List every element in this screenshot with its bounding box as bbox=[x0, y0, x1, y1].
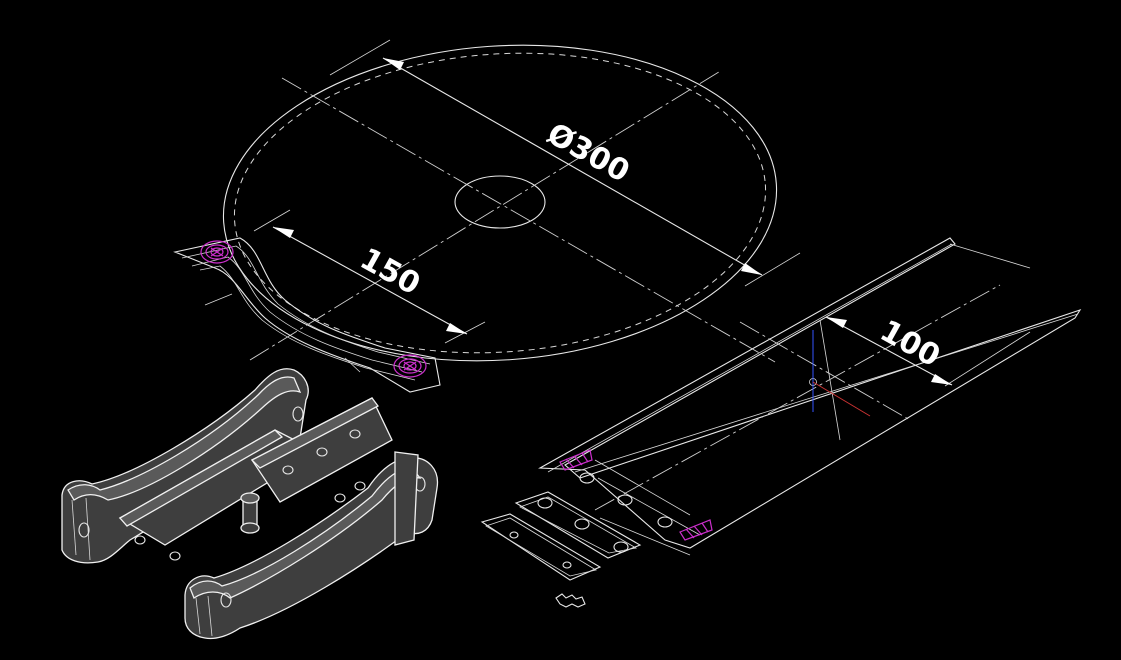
bracket-hole-right bbox=[393, 354, 427, 378]
disc-center-hole bbox=[454, 175, 546, 229]
disc-plate bbox=[222, 44, 778, 363]
disc-hidden-edge bbox=[233, 52, 767, 354]
frame-pin bbox=[240, 492, 260, 534]
long-plate bbox=[538, 237, 1082, 556]
diameter-label: Ø300 bbox=[541, 116, 635, 189]
solid-frame bbox=[61, 368, 439, 640]
exploded-plate-b bbox=[480, 513, 602, 581]
bracket-hole-left bbox=[200, 240, 234, 264]
exploded-pin bbox=[555, 593, 586, 608]
link-bracket bbox=[173, 237, 441, 393]
width-label: 100 bbox=[874, 313, 946, 374]
diameter-dimension: Ø300 bbox=[329, 39, 801, 287]
disc-centerline-b bbox=[249, 69, 723, 361]
length-label: 150 bbox=[354, 241, 426, 302]
disc-outer-edge bbox=[222, 44, 778, 362]
length-dimension: 150 bbox=[253, 209, 486, 344]
ucs-axis-x bbox=[812, 381, 871, 417]
disc-centerline-a bbox=[281, 77, 776, 363]
exploded-plate-a bbox=[514, 491, 642, 559]
